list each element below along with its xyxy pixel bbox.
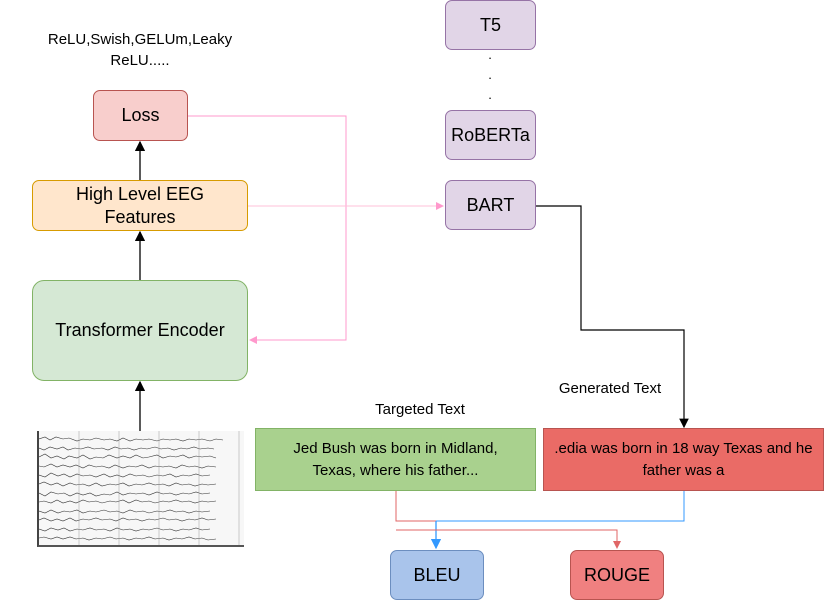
eeg-signal-image: [37, 431, 244, 547]
rouge-label: ROUGE: [583, 564, 650, 585]
encoder-box: Transformer Encoder: [32, 280, 248, 381]
generated-text-content: .edia was born in 18 way Texas and he fa…: [554, 439, 813, 479]
arrow-generated-to-bleu: [436, 491, 685, 522]
arrow-targeted-to-bleu: [395, 491, 437, 548]
model-bart-label: BART: [466, 194, 515, 215]
arrow-bart-to-generated: [536, 205, 689, 429]
features-box: High Level EEG Features: [32, 180, 248, 231]
model-bart-box: BART: [445, 180, 536, 230]
generated-text-box: .edia was born in 18 way Texas and he fa…: [543, 428, 824, 491]
ellipsis-dot-3: .: [488, 87, 492, 102]
eeg-waveforms: [39, 431, 240, 545]
targeted-text-label: Targeted Text: [375, 401, 465, 418]
arrow-to-rouge: [396, 529, 621, 549]
loss-box: Loss: [93, 90, 188, 141]
model-roberta-box: RoBERTa: [445, 110, 536, 160]
bleu-label: BLEU: [413, 564, 461, 585]
ellipsis-dot-1: .: [488, 47, 492, 62]
encoder-label: Transformer Encoder: [55, 320, 225, 341]
model-t5-label: T5: [479, 14, 501, 35]
generated-text-label: Generated Text: [558, 380, 662, 397]
features-label: High Level EEG Features: [75, 184, 205, 227]
rouge-box: ROUGE: [570, 550, 664, 600]
ellipsis-dot-2: .: [488, 67, 492, 82]
targeted-text-content: Jed Bush was born in Midland, Texas, whe…: [293, 439, 498, 479]
model-roberta-label: RoBERTa: [451, 124, 530, 145]
targeted-text-box: Jed Bush was born in Midland, Texas, whe…: [255, 428, 536, 491]
model-t5-box: T5: [445, 0, 536, 50]
activation-note: ReLU,Swish,GELUm,Leaky ReLU.....: [47, 31, 233, 69]
bleu-box: BLEU: [390, 550, 484, 600]
loss-label: Loss: [121, 105, 160, 126]
arrow-loss-to-encoder: [188, 115, 347, 344]
